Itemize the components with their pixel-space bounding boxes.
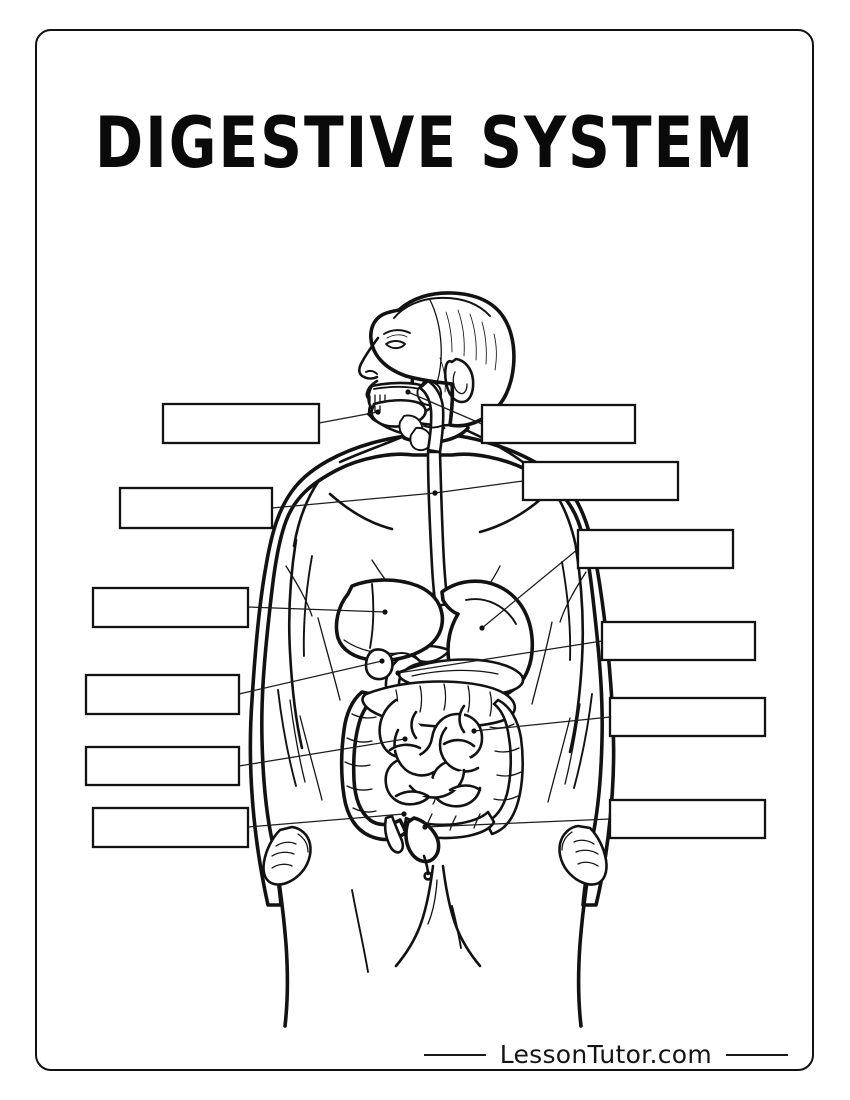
left-hand	[262, 825, 312, 886]
answer-blank-right-1[interactable]	[480, 403, 637, 445]
thigh-crease-right	[451, 905, 462, 949]
left-arm-crease	[302, 555, 313, 657]
right-forearm-2	[564, 703, 581, 785]
label-box-right-2[interactable]	[521, 460, 680, 502]
eyebrow	[383, 329, 411, 335]
right-pec	[478, 496, 544, 534]
anus	[423, 871, 433, 881]
gallbladder	[364, 648, 394, 681]
rectum	[404, 816, 441, 864]
ear-outline	[443, 357, 475, 404]
leader-right-5	[471, 716, 611, 734]
head-profile	[358, 291, 516, 428]
appendix	[383, 814, 405, 854]
nostril	[365, 370, 378, 375]
hairline	[393, 297, 491, 319]
digestive-organs	[334, 379, 535, 881]
label-box-left-3[interactable]	[91, 586, 250, 629]
crotch-line	[394, 864, 435, 968]
answer-blank-right-6[interactable]	[608, 798, 767, 840]
right-hand	[558, 824, 608, 886]
label-box-right-6[interactable]	[608, 798, 767, 840]
thigh-crease-left	[351, 889, 369, 973]
eyelid-crease	[386, 334, 408, 339]
teeth-lower	[369, 405, 381, 413]
answer-blank-right-3[interactable]	[576, 528, 735, 570]
leader-right-2	[432, 480, 524, 496]
left-forearm-2	[289, 699, 306, 783]
liver-lobe-division	[369, 583, 375, 649]
eye	[385, 340, 406, 350]
liver-lower-edge	[343, 639, 399, 655]
label-box-right-1[interactable]	[480, 403, 637, 445]
leader-right-6	[422, 818, 611, 830]
teeth-upper	[369, 394, 386, 403]
label-box-left-6[interactable]	[91, 806, 250, 849]
left-arm-inner	[287, 538, 304, 750]
liver	[334, 578, 445, 663]
right-bicep	[559, 571, 587, 623]
label-box-left-2[interactable]	[118, 486, 274, 530]
leader-left-6	[247, 811, 407, 828]
leader-lines	[238, 389, 611, 830]
page-title: DIGESTIVE SYSTEM	[94, 102, 756, 185]
footer: LessonTutor.com	[0, 1040, 850, 1069]
answer-blank-right-5[interactable]	[608, 696, 767, 738]
answer-blank-left-3[interactable]	[91, 586, 250, 629]
crotch-line-right	[441, 864, 482, 968]
label-box-right-3[interactable]	[576, 528, 735, 570]
left-forearm	[277, 689, 297, 787]
footer-brand: LessonTutor.com	[499, 1040, 712, 1069]
label-box-group	[84, 402, 767, 849]
hair-strokes	[445, 309, 497, 371]
waist-right	[547, 717, 571, 803]
left-pec	[328, 492, 394, 531]
leader-left-5	[238, 736, 408, 767]
right-forearm	[573, 693, 593, 789]
label-box-left-1[interactable]	[161, 402, 321, 445]
label-box-right-5[interactable]	[608, 696, 767, 738]
sideburn	[439, 357, 446, 393]
esophagus	[426, 450, 450, 608]
left-bicep	[285, 565, 313, 617]
epiglottis	[423, 425, 442, 429]
footer-rule-left	[423, 1053, 486, 1056]
leader-left-4	[238, 658, 385, 695]
ear-inner	[452, 371, 468, 395]
body-figure	[248, 291, 616, 1028]
label-box-right-4[interactable]	[600, 620, 757, 662]
answer-blank-right-2[interactable]	[521, 460, 680, 502]
answer-blank-left-4[interactable]	[84, 673, 241, 716]
answer-blank-left-2[interactable]	[118, 486, 274, 530]
leader-left-3	[247, 606, 388, 615]
label-box-left-5[interactable]	[84, 745, 241, 787]
leader-left-1	[318, 409, 381, 424]
answer-blank-left-1[interactable]	[161, 402, 321, 445]
pancreas-outline-detail	[411, 669, 499, 677]
right-arm-crease	[561, 561, 572, 661]
nose-profile	[358, 336, 380, 380]
trapezius-left	[338, 434, 406, 464]
answer-blank-left-5[interactable]	[84, 745, 241, 787]
waist-left	[299, 715, 323, 801]
hair-shading	[429, 299, 442, 387]
footer-rule-right	[726, 1053, 788, 1056]
leader-right-3	[479, 548, 579, 631]
oblique-left	[317, 617, 341, 701]
cystic-duct	[389, 652, 413, 657]
groin-shadow	[427, 879, 438, 925]
small-intestine	[378, 698, 484, 808]
answer-blank-left-6[interactable]	[91, 806, 250, 849]
leader-right-1	[405, 389, 483, 425]
leader-right-4	[395, 640, 603, 676]
stomach-greater-curve	[465, 598, 517, 625]
label-box-left-4[interactable]	[84, 673, 241, 716]
oblique-right	[531, 621, 553, 705]
large-intestine	[339, 690, 408, 842]
answer-blank-right-4[interactable]	[600, 620, 757, 662]
